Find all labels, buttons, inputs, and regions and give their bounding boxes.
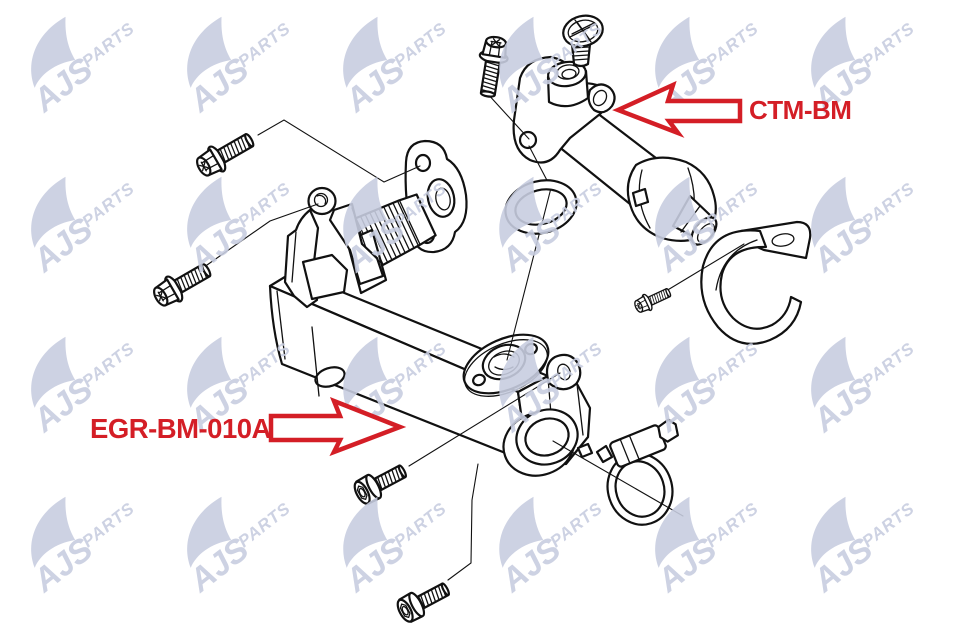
watermark-tile bbox=[4, 0, 146, 120]
watermark-tile bbox=[160, 0, 302, 120]
p-clamp-screw bbox=[631, 283, 674, 317]
connector-ear bbox=[587, 83, 616, 114]
egr-arrow-right-icon bbox=[268, 396, 407, 457]
watermark-tile bbox=[472, 467, 614, 600]
p-clamp bbox=[700, 220, 812, 345]
socket-head-bolt-lower bbox=[393, 575, 455, 626]
annotation-egr: EGR-BM-010A bbox=[90, 396, 407, 457]
watermark-tile bbox=[316, 0, 458, 120]
watermark-tile bbox=[160, 147, 302, 280]
annotation-ctm: CTM-BM bbox=[612, 80, 852, 138]
watermark-tile bbox=[4, 467, 146, 600]
ctm-label: CTM-BM bbox=[749, 95, 851, 125]
egr-label: EGR-BM-010A bbox=[90, 413, 272, 444]
socket-head-bolt-upper bbox=[350, 457, 412, 508]
watermark-layer bbox=[4, 0, 926, 600]
ctm-arrow-left-icon bbox=[612, 80, 743, 138]
torx-flange-bolt-upper bbox=[191, 125, 260, 183]
watermark-tile bbox=[784, 307, 926, 440]
watermark-tile bbox=[784, 467, 926, 600]
mounting-bracket bbox=[283, 186, 349, 309]
watermark-tile bbox=[160, 467, 302, 600]
watermark-tile bbox=[784, 147, 926, 280]
watermark-tile bbox=[4, 147, 146, 280]
